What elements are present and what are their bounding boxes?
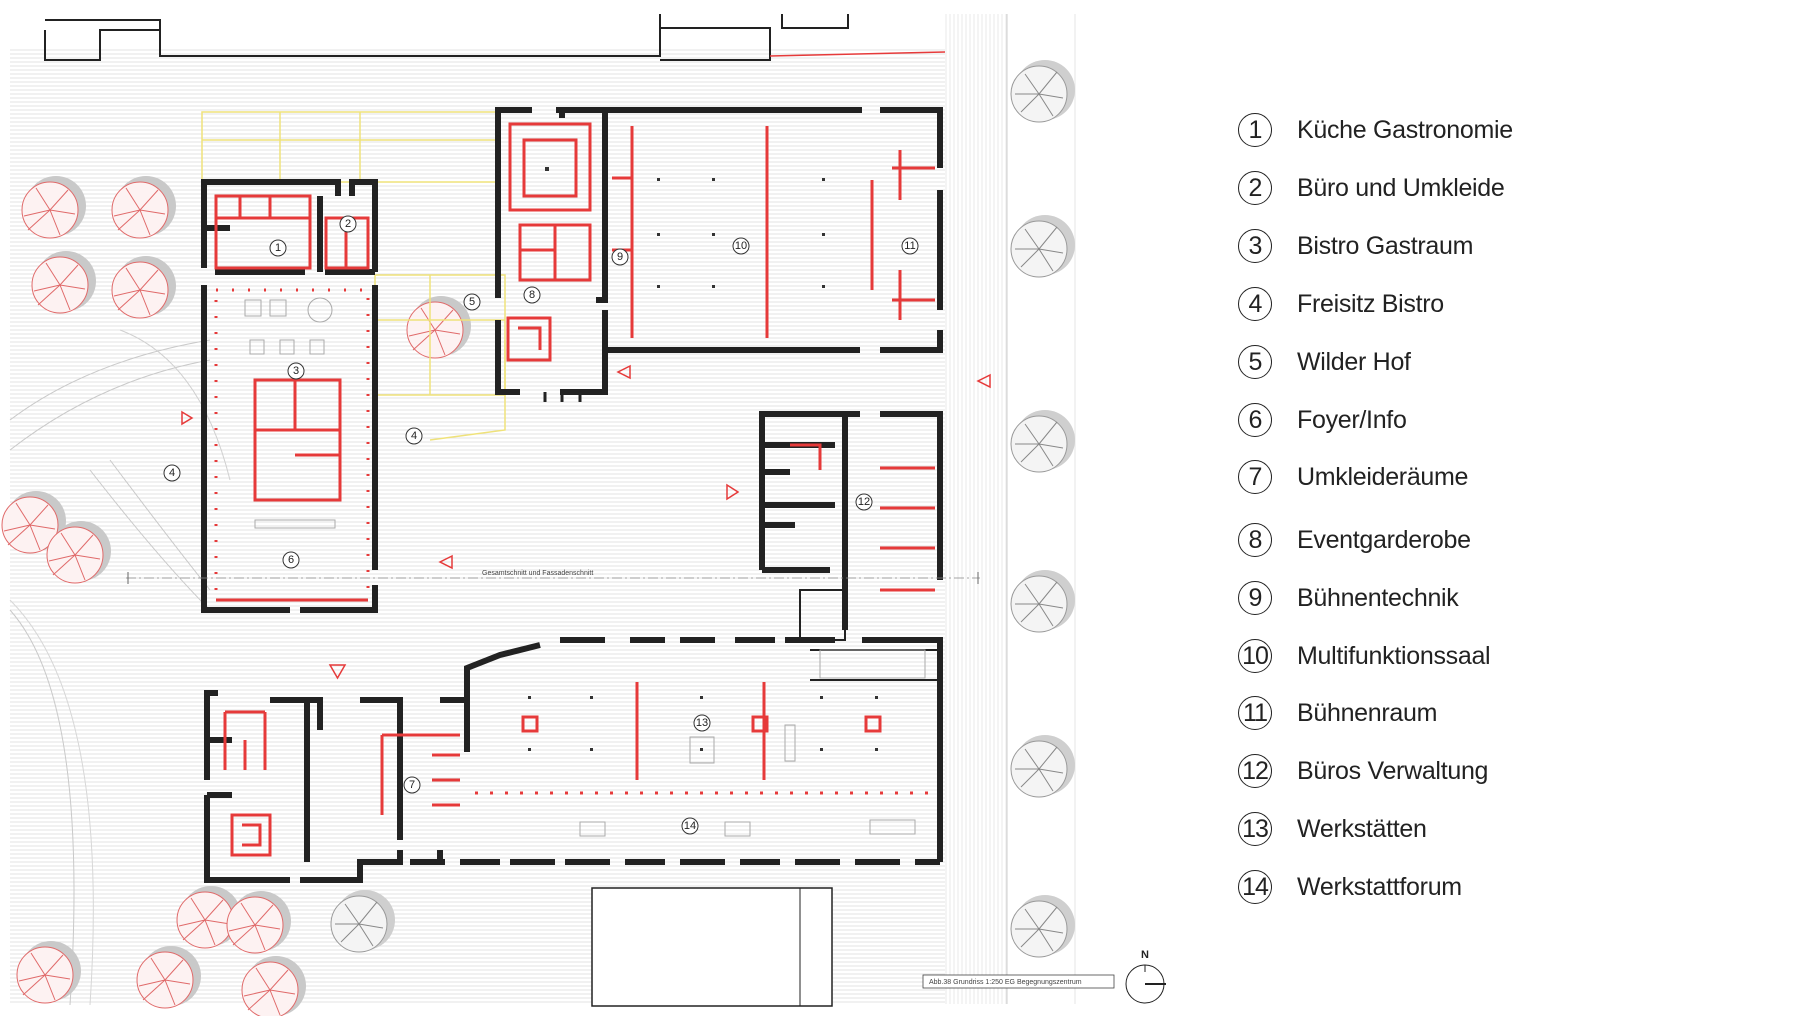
legend-number: 6 (1238, 403, 1272, 437)
room-number-8: 8 (523, 286, 541, 304)
legend-number: 13 (1238, 812, 1272, 846)
legend-item: 7 Umkleideräume (1238, 457, 1468, 497)
plan-caption-text: Abb.38 Grundriss 1:250 EG Begegnungszent… (929, 979, 1082, 986)
legend-item: 10 Multifunktionssaal (1238, 636, 1491, 676)
legend-label: Eventgarderobe (1297, 525, 1471, 554)
room-number-14: 14 (681, 817, 699, 835)
svg-text:12: 12 (858, 496, 870, 508)
legend-number: 3 (1238, 229, 1272, 263)
legend-label: Umkleideräume (1297, 462, 1469, 491)
svg-text:1: 1 (275, 242, 281, 254)
room-number-1: 1 (269, 239, 287, 257)
room-number-11: 11 (901, 237, 919, 255)
legend-item: 6 Foyer/Info (1238, 400, 1407, 440)
legend-item: 5 Wilder Hof (1238, 342, 1411, 382)
north-arrow: N (1125, 949, 1166, 1004)
yellow-landscape-grid (201, 111, 506, 441)
legend-number: 11 (1238, 696, 1272, 730)
plan-caption: Abb.38 Grundriss 1:250 EG Begegnungszent… (922, 974, 1115, 989)
section-line: Gesamtschnitt und Fassadenschnitt (126, 570, 980, 584)
legend-label: Freisitz Bistro (1297, 289, 1444, 318)
street-strip (945, 14, 1007, 1004)
neighbour-building-bottom (591, 887, 833, 1007)
legend-label: Werkstätten (1297, 814, 1427, 843)
legend-number: 7 (1238, 460, 1272, 494)
landscape-paths (9, 329, 231, 1006)
legend-item: 3 Bistro Gastraum (1238, 226, 1473, 266)
bistro-building (201, 179, 378, 613)
legend-label: Büro und Umkleide (1297, 173, 1505, 202)
legend-label: Foyer/Info (1297, 405, 1407, 434)
legend-label: Bühnentechnik (1297, 583, 1459, 612)
svg-text:14: 14 (684, 820, 696, 832)
entrance-markers (181, 364, 991, 680)
legend-item: 1 Küche Gastronomie (1238, 110, 1513, 150)
svg-text:8: 8 (529, 289, 535, 301)
north-label: N (1141, 949, 1149, 961)
legend-item: 4 Freisitz Bistro (1238, 284, 1444, 324)
room-number-4: 4 (163, 464, 181, 482)
legend-number: 12 (1238, 754, 1272, 788)
room-number-9: 9 (611, 248, 629, 266)
svg-text:13: 13 (696, 717, 708, 729)
room-number-10: 10 (732, 237, 750, 255)
svg-text:4: 4 (169, 467, 175, 479)
legend-item: 9 Bühnentechnik (1238, 578, 1459, 618)
room-number-12: 12 (855, 493, 873, 511)
svg-text:6: 6 (288, 554, 294, 566)
neighbour-buildings-top (44, 14, 946, 61)
legend-number: 1 (1238, 113, 1272, 147)
room-number-13: 13 (693, 714, 711, 732)
legend-item: 2 Büro und Umkleide (1238, 168, 1505, 208)
legend-number: 10 (1238, 639, 1272, 673)
legend-item: 12 Büros Verwaltung (1238, 751, 1488, 791)
svg-text:2: 2 (345, 218, 351, 230)
svg-text:4: 4 (411, 430, 417, 442)
legend-item: 14 Werkstattforum (1238, 867, 1462, 907)
svg-text:10: 10 (735, 240, 747, 252)
svg-text:11: 11 (904, 240, 915, 252)
legend-label: Bühnenraum (1297, 698, 1438, 727)
legend-item: 11 Bühnenraum (1238, 693, 1437, 733)
room-labels: 1 2 3 4 4 5 6 7 8 9 10 11 12 13 14 (163, 215, 919, 835)
legend-label: Wilder Hof (1297, 347, 1411, 376)
svg-text:5: 5 (469, 296, 475, 308)
room-number-6: 6 (282, 551, 300, 569)
room-number-5: 5 (463, 293, 481, 311)
section-label: Gesamtschnitt und Fassadenschnitt (482, 570, 593, 577)
legend-label: Multifunktionssaal (1297, 641, 1491, 670)
legend-label: Werkstattforum (1297, 872, 1462, 901)
svg-text:9: 9 (617, 251, 623, 263)
legend-number: 4 (1238, 287, 1272, 321)
legend-number: 2 (1238, 171, 1272, 205)
room-number-4b: 4 (405, 427, 423, 445)
changing-rooms-building (204, 690, 470, 883)
legend-item: 13 Werkstätten (1238, 809, 1427, 849)
legend-item: 8 Eventgarderobe (1238, 520, 1471, 560)
svg-text:3: 3 (293, 365, 299, 377)
legend-label: Küche Gastronomie (1297, 115, 1513, 144)
legend-number: 5 (1238, 345, 1272, 379)
legend-label: Bistro Gastraum (1297, 231, 1474, 260)
room-number-2: 2 (339, 215, 357, 233)
room-number-3: 3 (287, 362, 305, 380)
legend-number: 9 (1238, 581, 1272, 615)
svg-text:7: 7 (409, 779, 415, 791)
legend-label: Büros Verwaltung (1297, 756, 1489, 785)
legend-number: 8 (1238, 523, 1272, 557)
hall-building (559, 107, 943, 353)
room-number-7: 7 (403, 776, 421, 794)
legend-number: 14 (1238, 870, 1272, 904)
